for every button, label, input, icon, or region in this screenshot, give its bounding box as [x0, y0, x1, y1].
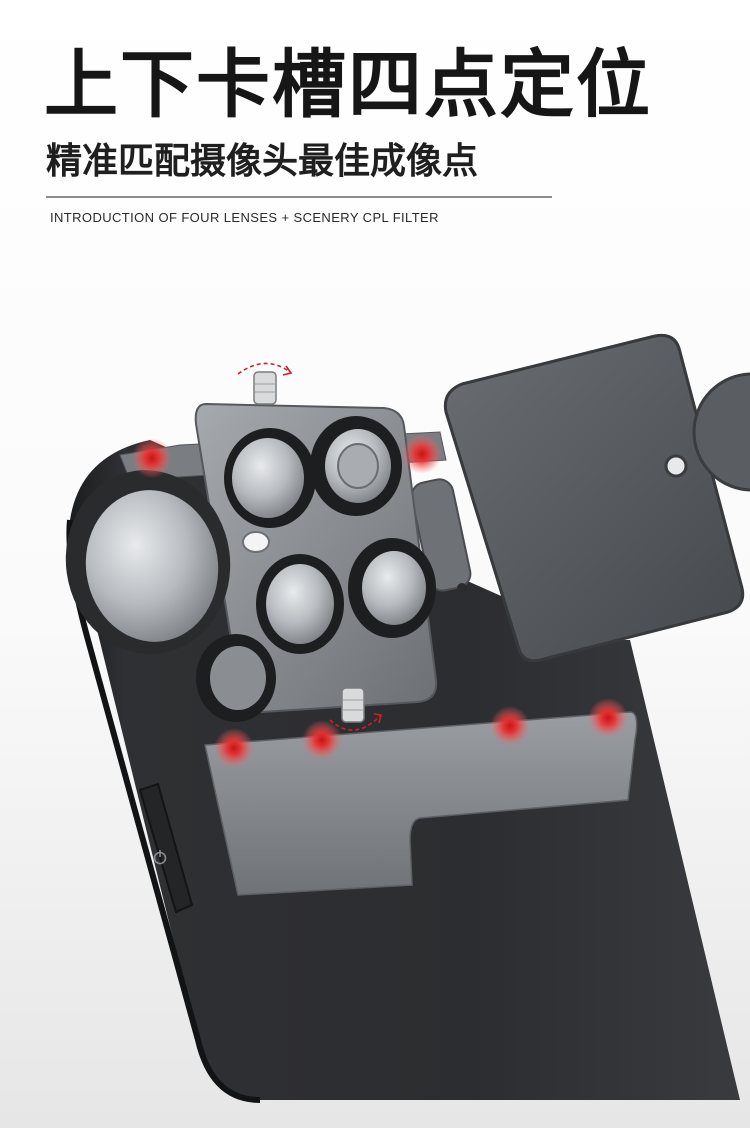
wide-angle-lens: [224, 428, 316, 528]
cover-flap: [443, 333, 745, 663]
fisheye-lens: [348, 538, 436, 638]
red-dot-marker: [588, 698, 628, 738]
red-dot-marker: [402, 434, 442, 474]
red-dot-marker: [214, 728, 254, 768]
caption: INTRODUCTION OF FOUR LENSES + SCENERY CP…: [50, 210, 439, 225]
power-button: [138, 782, 194, 914]
product-illustration: [65, 333, 750, 1103]
headline: 上下卡槽四点定位: [44, 42, 652, 128]
red-dot-marker: [490, 706, 530, 746]
divider: [46, 196, 552, 198]
rotate-arrow-icon: [237, 362, 293, 376]
screw-icon: [253, 371, 277, 405]
power-icon: [153, 850, 167, 865]
subheadline: 精准匹配摄像头最佳成像点: [46, 141, 479, 182]
red-dot-marker: [302, 720, 342, 760]
flash-window: [242, 531, 270, 553]
telephoto-lens: [310, 416, 402, 516]
rotate-arrow-icon: [329, 713, 382, 731]
screw-icon: [341, 687, 365, 723]
red-dot-marker: [132, 438, 172, 478]
cpl-filter-disc: [692, 372, 750, 492]
cpl-filter-ring: [65, 470, 231, 654]
macro-lens: [256, 554, 344, 654]
